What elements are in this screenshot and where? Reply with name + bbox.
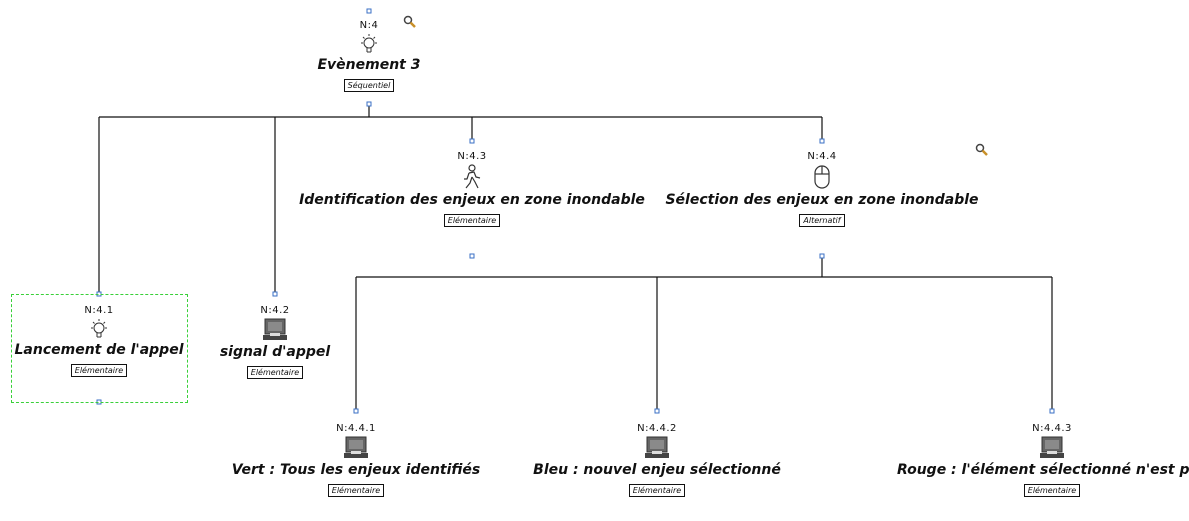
- node-n441[interactable]: N:4.4.1 Vert : Tous les enjeux identifié…: [176, 423, 536, 497]
- node-n44[interactable]: N:4.4 Sélection des enjeux en zone inond…: [642, 151, 1002, 227]
- node-type-badge: Elémentaire: [70, 364, 128, 377]
- selection-box: [11, 294, 188, 403]
- node-type-badge: Elémentaire: [443, 214, 501, 227]
- computer-icon: [1040, 436, 1064, 458]
- lightbulb-icon: [361, 34, 377, 53]
- handle-n442-top[interactable]: [654, 408, 660, 414]
- computer-icon: [263, 318, 287, 340]
- node-id: N:4.4: [807, 151, 837, 162]
- user-figure-icon: [464, 164, 481, 189]
- node-type-badge: Elémentaire: [628, 484, 686, 497]
- node-id: N:4.2: [260, 305, 290, 316]
- mouse-icon: [814, 165, 830, 189]
- node-title: Rouge : l'élément sélectionné n'est pas: [897, 462, 1189, 478]
- handle-n43-top[interactable]: [469, 138, 475, 144]
- node-title: Vert : Tous les enjeux identifiés: [231, 462, 481, 478]
- node-title: signal d'appel: [219, 344, 331, 360]
- connectors: [98, 104, 1053, 411]
- node-n442[interactable]: N:4.4.2 Bleu : nouvel enjeu sélectionné …: [477, 423, 837, 497]
- handle-n44-top[interactable]: [819, 138, 825, 144]
- node-id: N:4.4.1: [336, 423, 376, 434]
- node-n43[interactable]: N:4.3 Identification des enjeux en zone …: [292, 151, 652, 227]
- node-type-badge: Séquentiel: [343, 79, 395, 92]
- node-id: N:4.1: [84, 305, 114, 316]
- handle-n43-bottom[interactable]: [469, 253, 475, 259]
- handle-root-bottom[interactable]: [366, 101, 372, 107]
- node-id: N:4.3: [457, 151, 487, 162]
- node-root[interactable]: N:4 Evènement 3 Séquentiel: [189, 20, 549, 92]
- node-title: Sélection des enjeux en zone inondable: [665, 192, 979, 208]
- handle-n42-top[interactable]: [272, 291, 278, 297]
- node-n42[interactable]: N:4.2 signal d'appel Elémentaire: [95, 305, 455, 379]
- node-n443[interactable]: N:4.4.3 Rouge : l'élément sélectionné n'…: [872, 423, 1189, 497]
- node-title: Identification des enjeux en zone inonda…: [299, 192, 645, 208]
- computer-icon: [344, 436, 368, 458]
- node-title: Evènement 3: [317, 57, 421, 73]
- magnifier-tool-icon[interactable]: [403, 14, 417, 33]
- handle-root-top[interactable]: [366, 8, 372, 14]
- computer-icon: [645, 436, 669, 458]
- node-type-badge: Elémentaire: [246, 366, 304, 379]
- node-title: Bleu : nouvel enjeu sélectionné: [533, 462, 781, 478]
- node-type-badge: Elémentaire: [1023, 484, 1081, 497]
- node-id: N:4: [359, 20, 379, 31]
- handle-n441-top[interactable]: [353, 408, 359, 414]
- node-type-badge: Elémentaire: [327, 484, 385, 497]
- node-id: N:4.4.3: [1032, 423, 1072, 434]
- node-id: N:4.4.2: [637, 423, 677, 434]
- lightbulb-icon: [91, 319, 107, 338]
- node-type-badge: Alternatif: [799, 214, 845, 227]
- node-n41[interactable]: N:4.1 Lancement de l'appel Elémentaire: [0, 305, 279, 377]
- magnifier-tool-icon[interactable]: [975, 142, 989, 161]
- handle-n44-bottom[interactable]: [819, 253, 825, 259]
- handle-n443-top[interactable]: [1049, 408, 1055, 414]
- node-title: Lancement de l'appel: [14, 342, 184, 358]
